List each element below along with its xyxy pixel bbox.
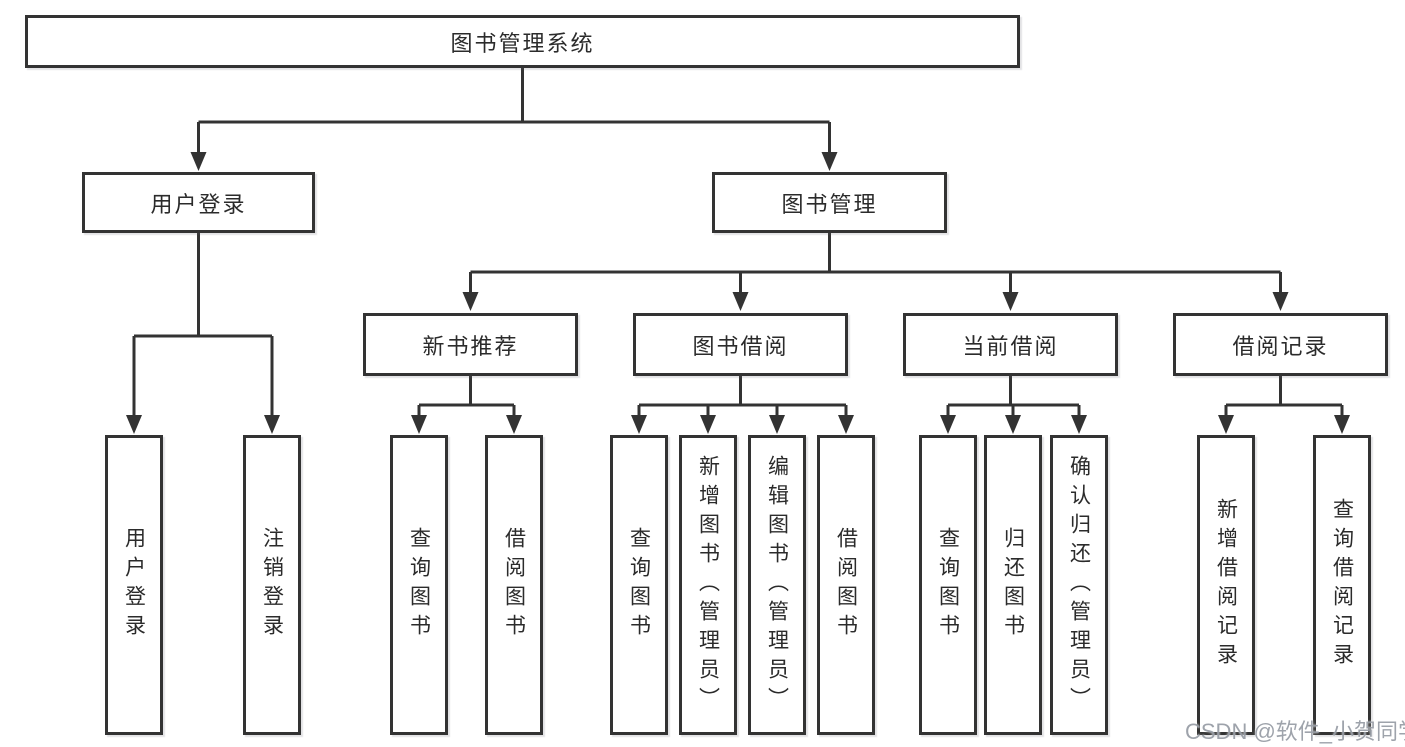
node-label: 图书管理系统 [450,30,595,56]
leaf-add-borrow-record: 新增借阅记录 [1197,435,1255,735]
node-label: 查询图书 [627,527,651,643]
arrowhead-icons [126,152,1350,434]
node-label: 编辑图书（管理员） [765,454,789,716]
node-label: 当前借阅 [962,333,1059,359]
node-library-management-system: 图书管理系统 [25,15,1020,68]
node-label: 借阅图书 [834,527,858,643]
node-label: 查询图书 [936,527,960,643]
node-label: 确认归还（管理员） [1067,454,1091,716]
node-label: 借阅记录 [1232,333,1329,359]
leaf-query-borrow-record: 查询借阅记录 [1313,435,1371,735]
node-label: 注销登录 [260,527,284,643]
csdn-watermark: CSDN @软件_小贺同学 [1185,719,1405,744]
node-label: 图书管理 [781,191,878,217]
node-borrow-records: 借阅记录 [1173,313,1388,376]
node-current-borrow: 当前借阅 [903,313,1118,376]
node-label: 用户登录 [122,527,146,643]
node-book-borrow: 图书借阅 [633,313,848,376]
leaf-edit-books-admin: 编辑图书（管理员） [748,435,806,735]
leaf-logout-login: 注销登录 [243,435,301,735]
node-label: 图书借阅 [692,333,789,359]
leaf-query-books-borrow: 查询图书 [610,435,668,735]
node-label: 借阅图书 [502,527,526,643]
node-label: 新书推荐 [422,333,519,359]
node-label: 查询借阅记录 [1330,498,1354,672]
leaf-return-books: 归还图书 [984,435,1042,735]
node-label: 查询图书 [407,527,431,643]
node-new-book-recommend: 新书推荐 [363,313,578,376]
node-label: 归还图书 [1001,527,1025,643]
leaf-query-books-recommend: 查询图书 [390,435,448,735]
leaf-borrow-books-recommend: 借阅图书 [485,435,543,735]
node-label: 新增借阅记录 [1214,498,1238,672]
node-user-login: 用户登录 [82,172,315,233]
leaf-query-books-current: 查询图书 [919,435,977,735]
node-book-management: 图书管理 [712,172,947,233]
node-label: 用户登录 [150,191,247,217]
node-label: 新增图书（管理员） [696,454,720,716]
leaf-add-books-admin: 新增图书（管理员） [679,435,737,735]
leaf-user-login: 用户登录 [105,435,163,735]
leaf-confirm-return-admin: 确认归还（管理员） [1050,435,1108,735]
leaf-borrow-books: 借阅图书 [817,435,875,735]
